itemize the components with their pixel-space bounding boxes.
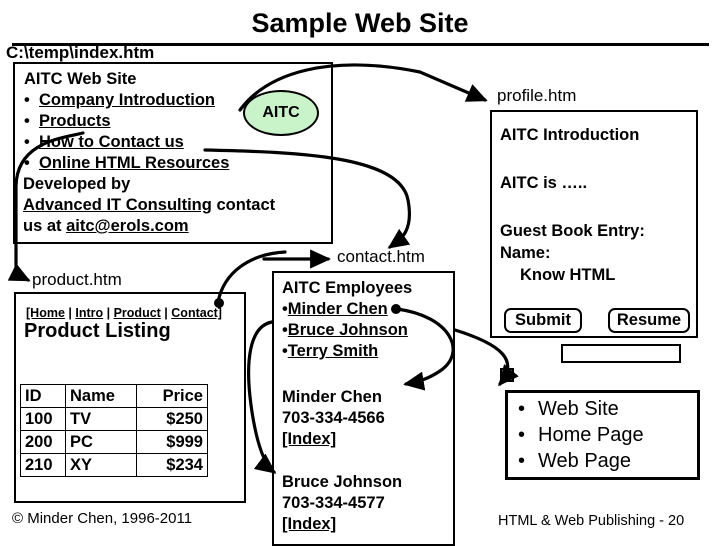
nav-separator: | xyxy=(160,306,172,320)
index-path-label: C:\temp\index.htm xyxy=(6,43,155,62)
entry-phone-bruce-johnson: 703-334-4577 xyxy=(282,494,385,512)
employee-link-label: Terry Smith xyxy=(287,342,379,360)
product-nav-bar: [Home | Intro | Product | Contact] xyxy=(26,306,222,320)
employee-link-terry-smith[interactable]: •Terry Smith xyxy=(282,342,378,361)
index-contact-word: contact xyxy=(216,196,276,214)
contact-browser-window: AITC Employees •Minder Chen •Bruce Johns… xyxy=(272,271,455,546)
arrow-bruce-johnson-anchor xyxy=(247,320,277,474)
bullet-icon: • xyxy=(518,424,526,446)
product-path-label: product.htm xyxy=(32,270,122,289)
cell-price: $250 xyxy=(136,407,208,431)
profile-heading: AITC Introduction xyxy=(500,126,640,144)
page-title: Sample Web Site xyxy=(251,8,469,38)
aitc-logo-ellipse: AITC xyxy=(243,90,319,136)
know-html-label: Know HTML xyxy=(520,266,616,284)
bullet-icon: • xyxy=(282,300,288,318)
index-link-label: Products xyxy=(39,112,111,130)
column-header-id: ID xyxy=(20,384,66,408)
know-html-checkbox[interactable] xyxy=(500,368,514,382)
nav-link-contact[interactable]: Contact] xyxy=(171,306,222,320)
index-link-online-html-resources[interactable]: • Online HTML Resources xyxy=(24,154,229,173)
name-input[interactable] xyxy=(561,344,681,363)
entry-index-link-bruce-johnson[interactable]: [Index] xyxy=(282,515,337,533)
bullet-icon: • xyxy=(24,112,30,130)
entry-index-link-minder-chen[interactable]: [Index] xyxy=(282,430,337,448)
table-row: 100 TV $250 xyxy=(20,407,208,431)
term-label: Web Page xyxy=(538,450,632,472)
bullet-icon: • xyxy=(24,91,30,109)
cell-id: 100 xyxy=(20,407,66,431)
cell-id: 200 xyxy=(20,430,66,454)
nav-link-intro[interactable]: Intro xyxy=(75,306,104,320)
nav-separator: | xyxy=(103,306,114,320)
term-item-web-page: • Web Page xyxy=(518,449,631,473)
term-item-home-page: • Home Page xyxy=(518,423,644,447)
bullet-icon: • xyxy=(24,154,30,172)
term-label: Home Page xyxy=(538,424,644,446)
entry-name-minder-chen: Minder Chen xyxy=(282,388,382,406)
profile-browser-window: AITC Introduction AITC is ….. Guest Book… xyxy=(490,110,698,382)
nav-link-home[interactable]: [Home xyxy=(26,306,65,320)
cell-price: $234 xyxy=(136,453,208,477)
index-link-advanced-it-consulting[interactable]: Advanced IT Consulting xyxy=(23,196,212,214)
resume-button[interactable]: Resume xyxy=(608,308,690,333)
aitc-logo-label: AITC xyxy=(262,104,300,121)
terminology-box: • Web Site • Home Page • Web Page xyxy=(505,390,700,480)
bullet-icon: • xyxy=(282,342,288,360)
table-row: 200 PC $999 xyxy=(20,430,208,454)
copyright-text: © Minder Chen, 1996-2011 xyxy=(12,510,193,527)
cell-name: PC xyxy=(65,430,137,454)
product-browser-window: [Home | Intro | Product | Contact] Produ… xyxy=(14,292,246,503)
slide-footer: HTML & Web Publishing - 20 xyxy=(498,513,685,529)
profile-path-label: profile.htm xyxy=(497,86,577,105)
employee-link-label: Bruce Johnson xyxy=(287,321,408,339)
cell-price: $999 xyxy=(136,430,208,454)
title-divider xyxy=(12,43,709,46)
product-heading: Product Listing xyxy=(24,320,171,342)
employee-link-minder-chen[interactable]: •Minder Chen xyxy=(282,300,388,319)
cell-name: TV xyxy=(65,407,137,431)
profile-body-text: AITC is ….. xyxy=(500,174,588,192)
index-link-how-to-contact-us[interactable]: • How to Contact us xyxy=(24,133,184,152)
cell-id: 210 xyxy=(20,453,66,477)
bullet-icon: • xyxy=(24,133,30,151)
index-email-line: us at aitc@erols.com xyxy=(23,217,189,236)
column-header-name: Name xyxy=(65,384,137,408)
index-company-line: Advanced IT Consulting contact xyxy=(23,196,275,215)
bullet-icon: • xyxy=(518,450,526,472)
index-link-label: Company Introduction xyxy=(39,91,215,109)
index-link-products[interactable]: • Products xyxy=(24,112,111,131)
index-link-label: Online HTML Resources xyxy=(39,154,230,172)
index-developed-by: Developed by xyxy=(23,175,131,193)
contact-path-label: contact.htm xyxy=(337,247,425,266)
term-label: Web Site xyxy=(538,398,619,420)
entry-name-bruce-johnson: Bruce Johnson xyxy=(282,473,403,491)
index-link-label: How to Contact us xyxy=(39,133,184,151)
index-link-company-introduction[interactable]: • Company Introduction xyxy=(24,91,215,110)
contact-heading: AITC Employees xyxy=(282,279,413,297)
table-header-row: ID Name Price xyxy=(20,384,208,408)
index-heading: AITC Web Site xyxy=(24,70,137,88)
employee-link-label: Minder Chen xyxy=(287,300,388,318)
guest-book-label: Guest Book Entry: xyxy=(500,222,645,240)
employee-link-bruce-johnson[interactable]: •Bruce Johnson xyxy=(282,321,408,340)
index-email-prefix: us at xyxy=(23,217,62,235)
product-table: ID Name Price 100 TV $250 200 PC $999 21… xyxy=(20,384,208,477)
bullet-icon: • xyxy=(282,321,288,339)
table-row: 210 XY $234 xyxy=(20,453,208,477)
cell-name: XY xyxy=(65,453,137,477)
nav-separator: | xyxy=(64,306,76,320)
nav-link-product[interactable]: Product xyxy=(113,306,161,320)
term-item-web-site: • Web Site xyxy=(518,397,619,421)
name-label: Name: xyxy=(500,244,551,262)
entry-phone-minder-chen: 703-334-4566 xyxy=(282,409,385,427)
column-header-price: Price xyxy=(136,384,208,408)
bullet-icon: • xyxy=(518,398,526,420)
index-link-email[interactable]: aitc@erols.com xyxy=(66,217,189,235)
submit-button[interactable]: Submit xyxy=(504,308,582,333)
